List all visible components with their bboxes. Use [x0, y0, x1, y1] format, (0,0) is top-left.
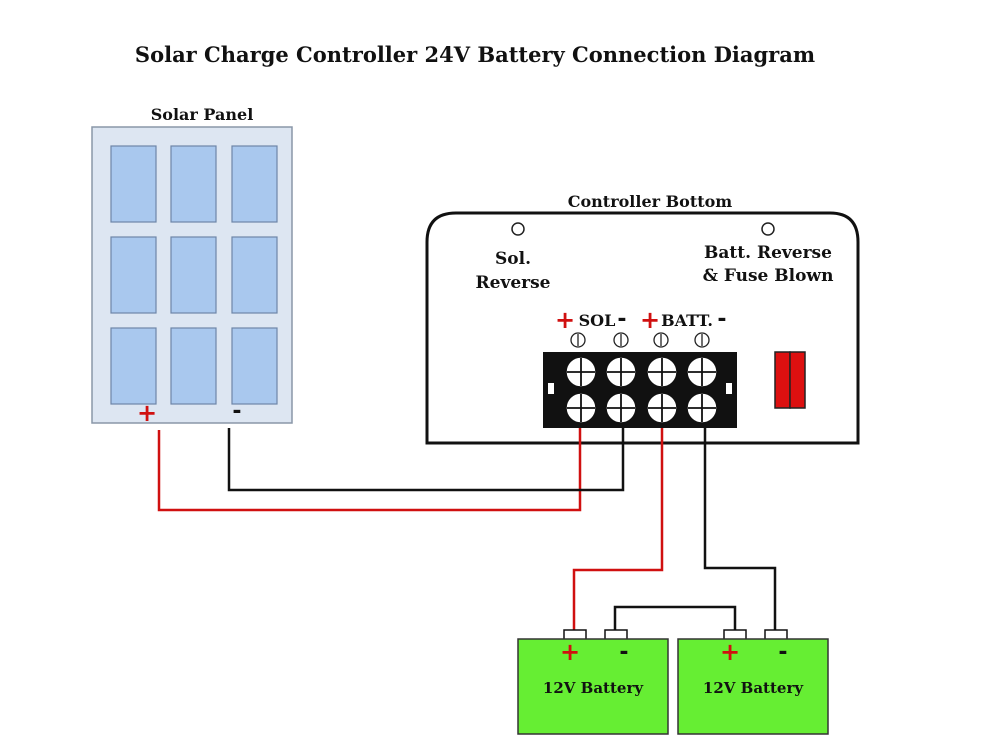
- controller-label: Controller Bottom: [568, 192, 733, 211]
- solar-cell: [231, 327, 278, 405]
- wires: [157, 428, 777, 630]
- battery-1-plus-sign: +: [560, 638, 580, 666]
- terminal-block: [543, 352, 737, 428]
- battery-1-body: [517, 638, 669, 735]
- solar-cell: [231, 145, 278, 223]
- batt-reverse-label-line2: & Fuse Blown: [703, 266, 834, 286]
- battery-2: + - 12V Battery: [677, 629, 829, 735]
- sol-reverse-label-line1: Sol.: [495, 249, 531, 269]
- diagram-title: Solar Charge Controller 24V Battery Conn…: [135, 42, 815, 67]
- solar-cell: [170, 145, 217, 223]
- solar-cell: [170, 327, 217, 405]
- battery-1: + - 12V Battery: [517, 629, 669, 735]
- terminal-block-notch-left: [548, 383, 554, 394]
- solar-panel-plus-sign: +: [137, 399, 157, 427]
- battery-negative-wire: [703, 428, 777, 630]
- controller-body: [425, 211, 860, 445]
- panel-positive-wire: [157, 428, 582, 512]
- solar-panel-minus-sign: -: [232, 399, 241, 424]
- fuse: [774, 351, 806, 409]
- panel-negative-wire: [227, 428, 625, 492]
- battery-1-label: 12V Battery: [543, 679, 644, 697]
- batt-minus-sign: -: [717, 307, 726, 332]
- batt-reverse-label-line1: Batt. Reverse: [704, 243, 832, 263]
- battery-2-body: [677, 638, 829, 735]
- battery-positive-wire: [572, 428, 664, 630]
- sol-plus-sign: +: [555, 306, 575, 334]
- batt-plus-sign: +: [640, 306, 660, 334]
- batt-reverse-led: [761, 222, 775, 236]
- terminal-block-notch-right: [726, 383, 732, 394]
- fuse-blade-right: [789, 351, 806, 409]
- charge-controller: Controller Bottom Sol. Reverse Batt. Rev…: [425, 192, 860, 445]
- sol-reverse-led: [511, 222, 525, 236]
- batt-terminal-label: BATT.: [661, 311, 713, 330]
- fuse-blade-left: [774, 351, 791, 409]
- solar-cell: [110, 327, 157, 405]
- sol-terminal-label: SOL: [579, 311, 616, 330]
- solar-cell: [110, 236, 157, 314]
- battery-2-plus-sign: +: [720, 638, 740, 666]
- solar-cell: [170, 236, 217, 314]
- solar-cell: [231, 236, 278, 314]
- sol-minus-sign: -: [617, 307, 626, 332]
- battery-2-minus-sign: -: [778, 640, 787, 665]
- sol-reverse-label-line2: Reverse: [476, 273, 551, 293]
- solar-cell: [110, 145, 157, 223]
- terminal-screw-indicators: [570, 332, 710, 348]
- battery-series-link: [613, 605, 737, 630]
- terminal-screw-slots: [567, 358, 716, 422]
- solar-panel: Solar Panel + -: [91, 105, 293, 427]
- solar-panel-label: Solar Panel: [151, 105, 254, 124]
- battery-1-minus-sign: -: [619, 640, 628, 665]
- solar-panel-cells: [110, 145, 278, 405]
- battery-2-label: 12V Battery: [703, 679, 804, 697]
